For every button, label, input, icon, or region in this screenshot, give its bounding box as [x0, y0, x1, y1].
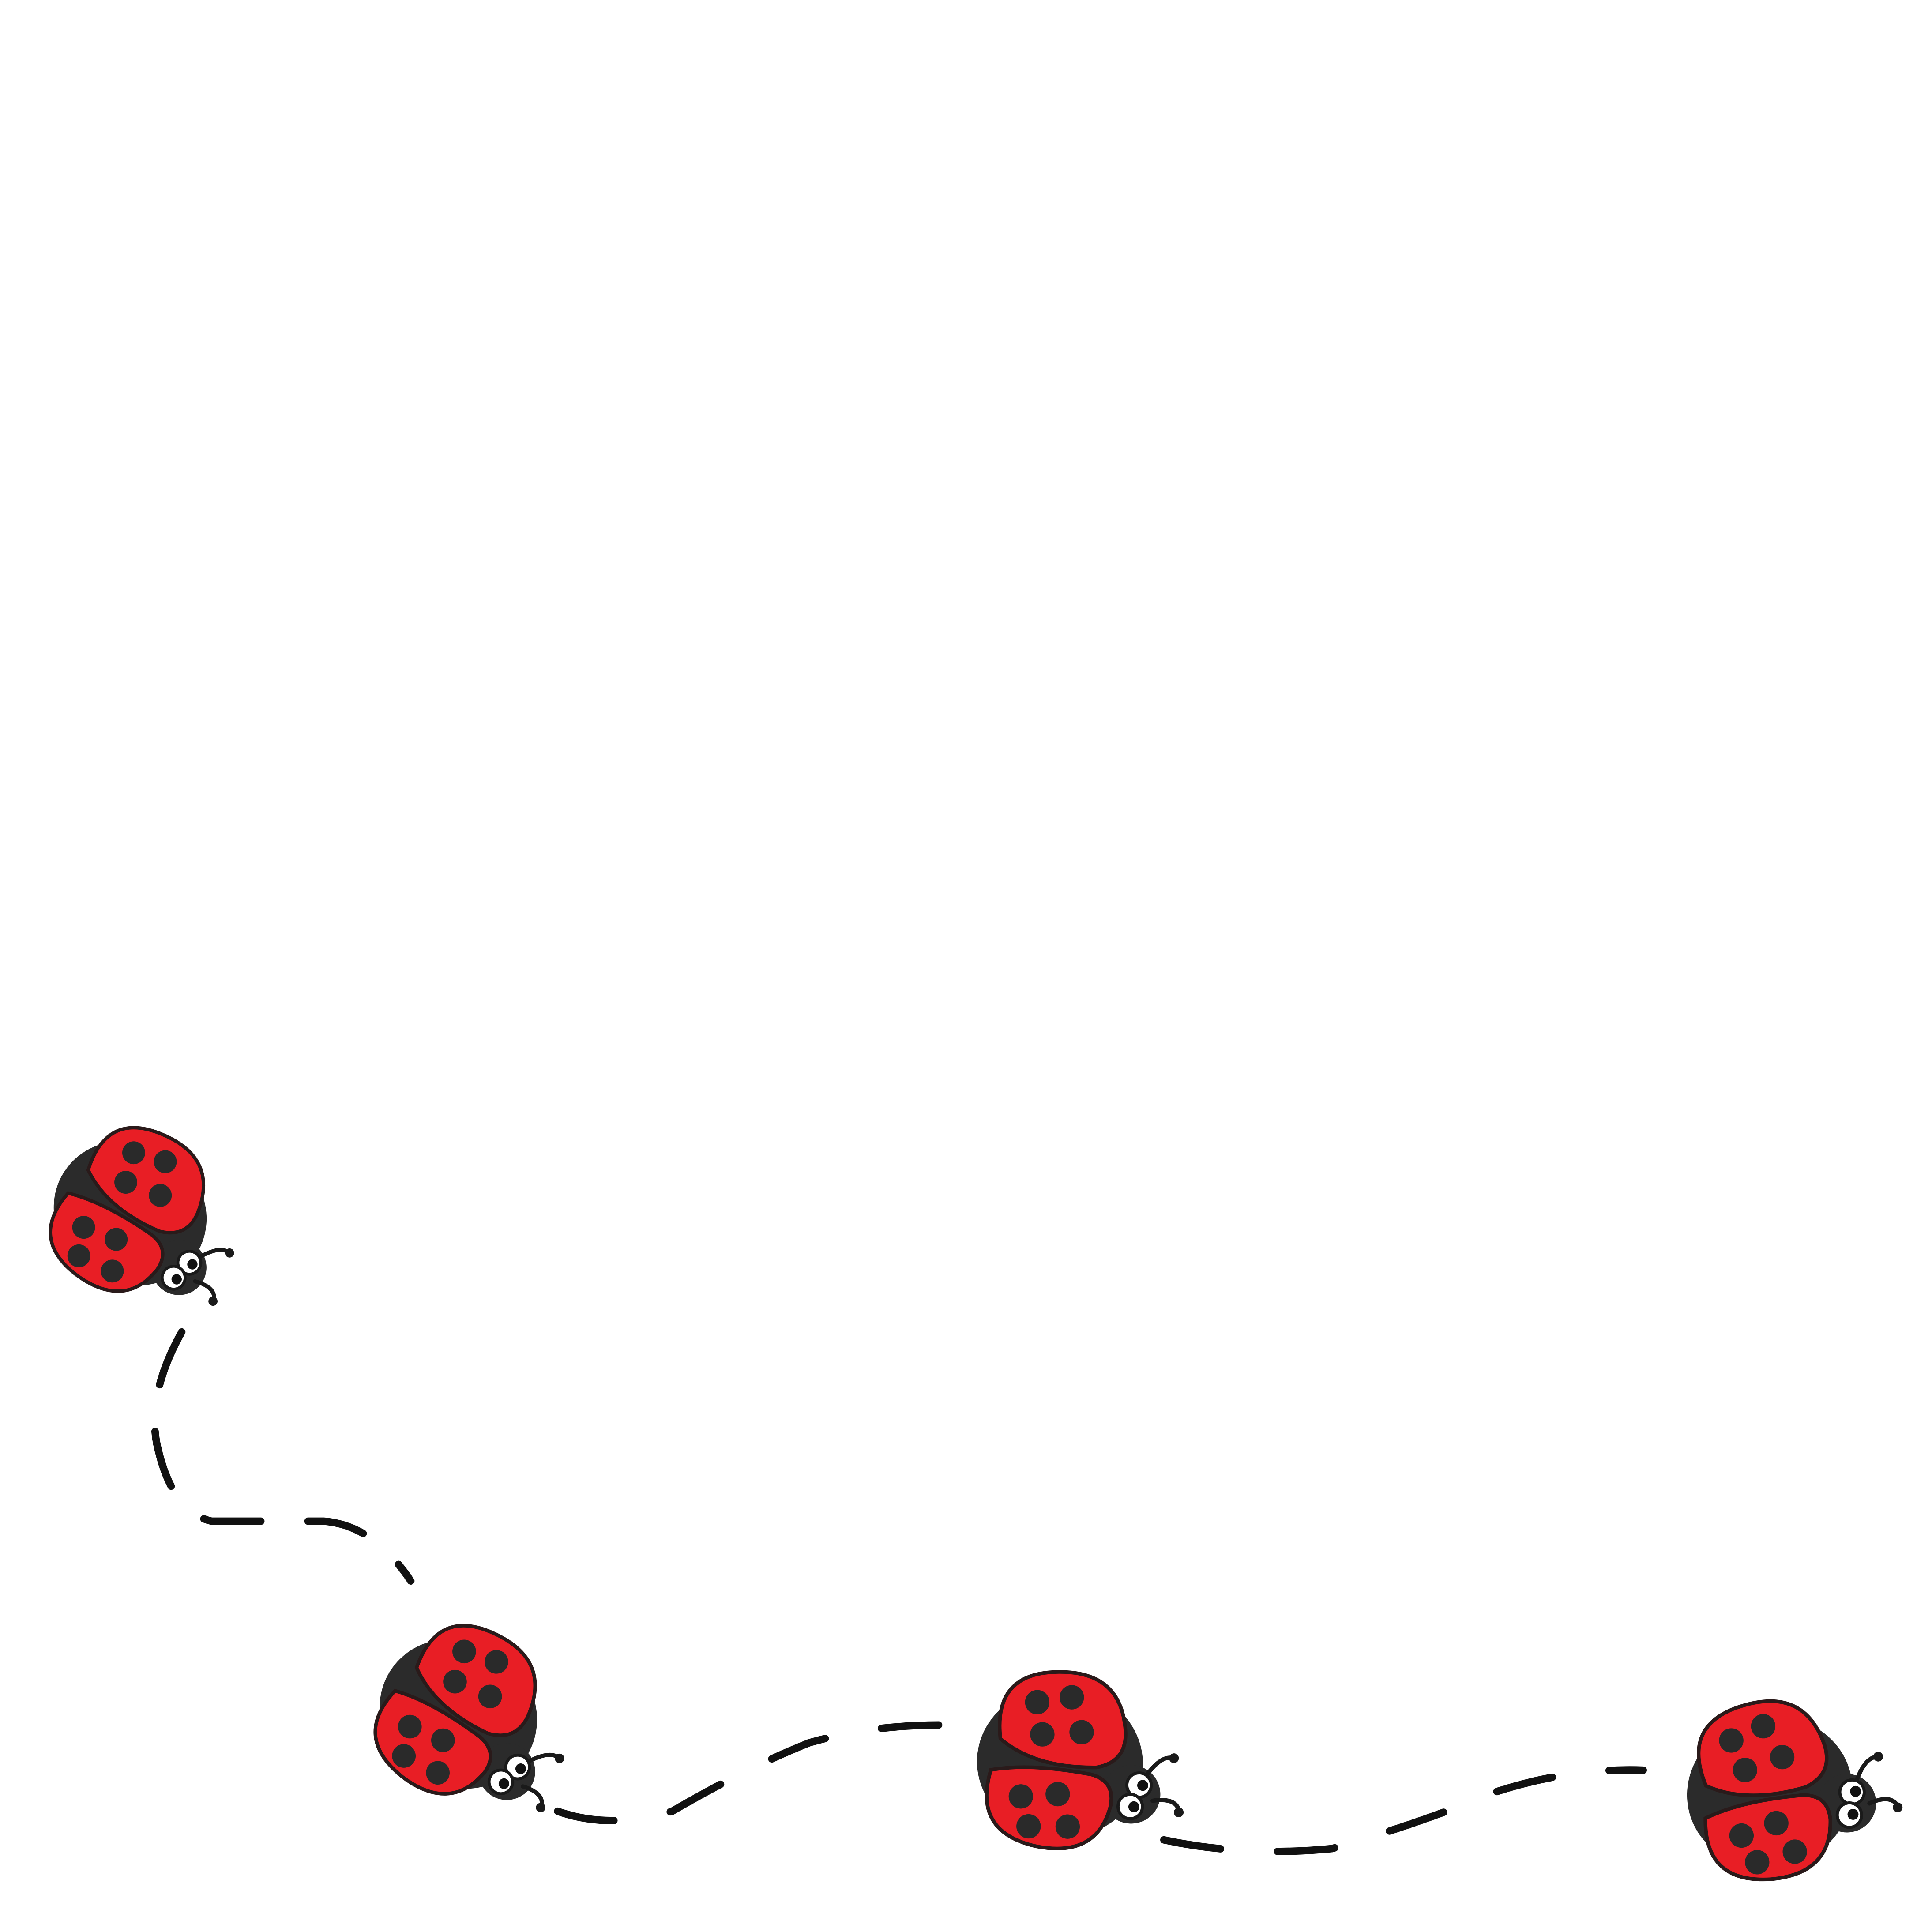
ladybug-icon — [347, 1597, 609, 1848]
ladybug-icon — [971, 1666, 1193, 1857]
flight-path-trail — [150, 1328, 415, 1585]
ladybug-icon — [23, 1101, 275, 1341]
flight-path-trail — [554, 1721, 1000, 1824]
ladybug-icon — [1670, 1677, 1912, 1894]
flight-path-trail — [1160, 1766, 1647, 1856]
